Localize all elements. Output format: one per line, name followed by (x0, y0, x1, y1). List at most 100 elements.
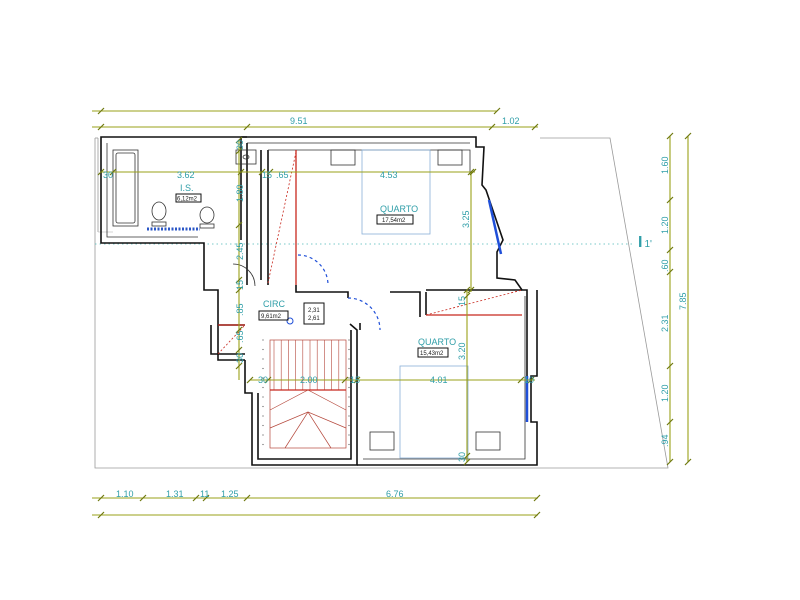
dimension-tick (235, 136, 243, 144)
dimension-tick (235, 362, 243, 370)
dim-right-94: .94 (660, 434, 670, 447)
dimension-tick (246, 376, 254, 384)
dimension-tick (533, 494, 541, 502)
stair-handrail-dot (348, 443, 350, 446)
dimension-lines (92, 107, 692, 519)
dim-ls-width: 3.62 (177, 170, 195, 180)
room-label-circ: CIRC 9,61m2 2,31 2,61 (258, 299, 325, 325)
stair-handrail-dot (348, 434, 350, 436)
dimension-tick (97, 107, 105, 115)
stair-handrail-dot (348, 358, 350, 360)
dimension-tick (235, 346, 243, 354)
dimension-tick (97, 511, 105, 519)
dimension-tick (467, 286, 475, 294)
stair-handrail-dot (262, 443, 264, 446)
dim-window-right-10: 10 (524, 375, 534, 385)
circ-value-a: 2,31 (308, 308, 320, 314)
dim-quarto-top-height: 3.25 (461, 210, 471, 228)
dimension-tick (235, 326, 243, 334)
dim-ls-right-a: 15 (262, 170, 272, 180)
building-walls (100, 136, 538, 466)
stair-handrail-dot (262, 405, 264, 408)
dimension-tick (666, 458, 674, 466)
dimension-tick (235, 221, 243, 229)
room-name-quarto-bottom: QUARTO (418, 337, 456, 347)
stair-handrail-dot (348, 424, 350, 427)
room-name-ls: I.S. (180, 183, 194, 193)
dim-right-total: 7.85 (678, 292, 688, 310)
stair-handrail-dot (348, 405, 350, 408)
stair-handrail-dot (348, 377, 350, 379)
dimension-tick (527, 376, 535, 384)
room-name-quarto-top: QUARTO (380, 204, 418, 214)
dim-top-overall: 9.51 (290, 116, 308, 126)
stair-handrail-dot (348, 348, 350, 351)
room-label-ls: I.S. 6,12m2 (175, 183, 202, 203)
stair-handrail-dot (348, 396, 350, 398)
dim-right-60: .60 (660, 259, 670, 272)
dim-ls-right-b: .65 (276, 170, 289, 180)
room-label-quarto-bottom: QUARTO 15,43m2 (417, 337, 456, 358)
dimension-tick (97, 123, 105, 131)
dimension-tick (341, 376, 349, 384)
dimension-tick (493, 107, 501, 115)
dim-ls-left: 30 (103, 170, 113, 180)
stair-handrail-dot (262, 415, 264, 417)
dim-bottom-131: 1.31 (166, 489, 184, 499)
dimension-tick (684, 132, 692, 140)
dimension-tick (237, 168, 245, 176)
stair-handrail-dot (348, 415, 350, 417)
dimension-tick (467, 168, 475, 176)
stair-handrail-dot (348, 367, 350, 370)
dimension-tick (139, 494, 147, 502)
room-area-quarto-top: 17,54m2 (382, 218, 406, 224)
stair-handrail-dot (262, 434, 264, 436)
dimension-tick (666, 246, 674, 254)
stair-handrail-dot (262, 348, 264, 351)
dimension-tick (469, 168, 477, 176)
dim-top-right: 1.02 (502, 116, 520, 126)
staircase (262, 339, 350, 449)
dimension-tick (353, 376, 361, 384)
dimension-tick (264, 376, 272, 384)
room-area-circ: 9,61m2 (261, 314, 282, 320)
dim-quarto-bottom-height: 3.20 (457, 342, 467, 360)
dimension-tick (109, 168, 117, 176)
dimension-tick (235, 286, 243, 294)
dim-bottom-11: 11 (200, 489, 209, 499)
dimension-tick (666, 418, 674, 426)
dimension-tick (666, 268, 674, 276)
dim-quarto-top-width: 4.53 (380, 170, 398, 180)
dim-stair-width: 2.00 (300, 375, 318, 385)
dim-stair-left-30: 30 (258, 375, 268, 385)
room-name-circ: CIRC (263, 299, 285, 309)
dimension-tick (97, 494, 105, 502)
stair-handrail-dot (262, 367, 264, 370)
room-label-quarto-top: QUARTO 17,54m2 (376, 204, 418, 225)
dim-stair-right-15: 15 (350, 375, 360, 385)
room-area-quarto-bottom: 15,43m2 (420, 351, 444, 357)
dimension-tick (666, 196, 674, 204)
dimension-tick (666, 362, 674, 370)
bed-bottom-room (369, 365, 501, 459)
dim-vert-15a: 15 (235, 280, 245, 290)
windows (487, 199, 529, 422)
dimension-tick (266, 168, 274, 176)
dimension-tick (531, 123, 539, 131)
stair-handrail-dot (262, 339, 264, 341)
dimension-tick (235, 276, 243, 284)
dimension-tick (463, 458, 471, 466)
dim-vert-65: .65 (235, 330, 245, 343)
stair-handrail-dot (348, 339, 350, 341)
dim-right-231: 2.31 (660, 314, 670, 332)
dimension-tick (533, 511, 541, 519)
dim-bottom-110: 1.10 (116, 489, 134, 499)
dim-bottom-676: 6.76 (386, 489, 404, 499)
dim-bottom-125: 1.25 (221, 489, 239, 499)
dimension-tick (666, 132, 674, 140)
dim-quarto-bottom-15: 15 (457, 296, 467, 306)
dimension-tick (463, 452, 471, 460)
dimension-tick (202, 494, 210, 502)
room-area-ls: 6,12m2 (177, 197, 198, 203)
dimension-tick (463, 286, 471, 294)
